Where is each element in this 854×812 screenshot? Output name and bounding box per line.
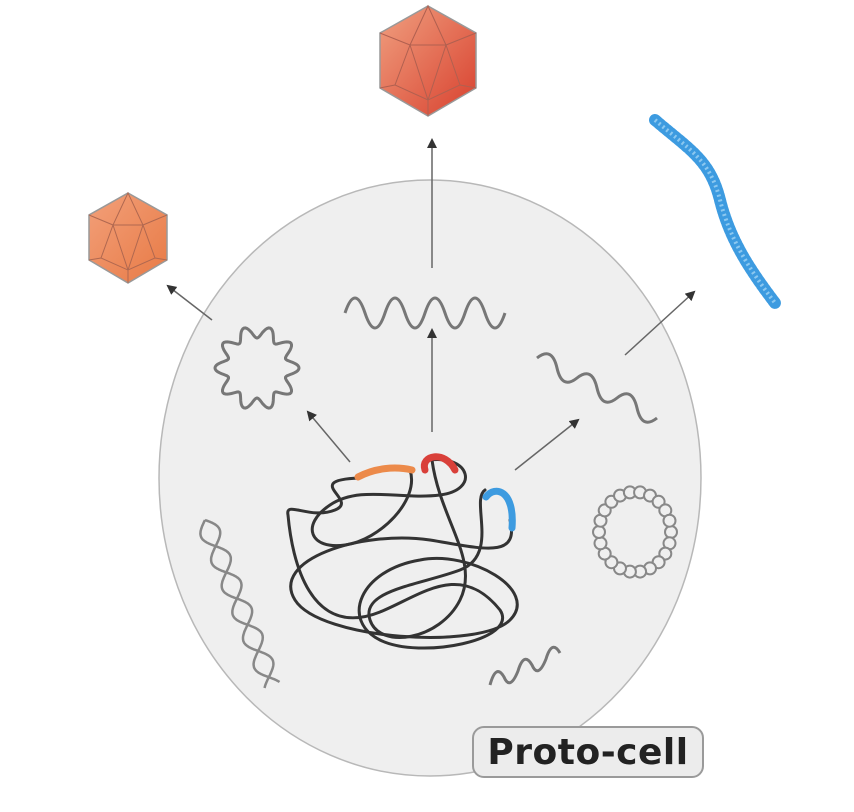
proto-cell-membrane bbox=[158, 179, 702, 777]
blue-segment bbox=[482, 487, 516, 532]
helix-strand bbox=[199, 519, 275, 689]
proto-cell-label: Proto-cell bbox=[472, 726, 704, 778]
bead bbox=[664, 525, 678, 539]
wave-strand-right bbox=[536, 352, 658, 424]
small-capsid-icon bbox=[88, 191, 168, 284]
arrow bbox=[306, 410, 351, 463]
strand-loop bbox=[286, 476, 519, 650]
tangled-genome-strand bbox=[286, 458, 519, 650]
double-helix-icon bbox=[199, 518, 281, 689]
star-ring-icon bbox=[213, 326, 301, 410]
bead bbox=[662, 513, 677, 528]
small-wave-strand bbox=[488, 645, 562, 686]
helix-strand bbox=[204, 518, 281, 684]
arrow bbox=[166, 284, 213, 321]
strand-loop bbox=[310, 458, 467, 548]
bead bbox=[593, 536, 608, 551]
bead-ring-icon bbox=[592, 485, 678, 579]
arrow bbox=[624, 290, 696, 356]
wave-strand-top bbox=[343, 296, 507, 330]
filament-highlight bbox=[653, 118, 777, 305]
large-capsid-icon bbox=[379, 4, 477, 117]
red-segment bbox=[420, 453, 459, 474]
bead bbox=[592, 525, 606, 539]
strand-loop bbox=[367, 458, 487, 639]
arrows bbox=[166, 138, 696, 471]
arrow bbox=[514, 418, 580, 471]
orange-segment bbox=[354, 464, 416, 481]
